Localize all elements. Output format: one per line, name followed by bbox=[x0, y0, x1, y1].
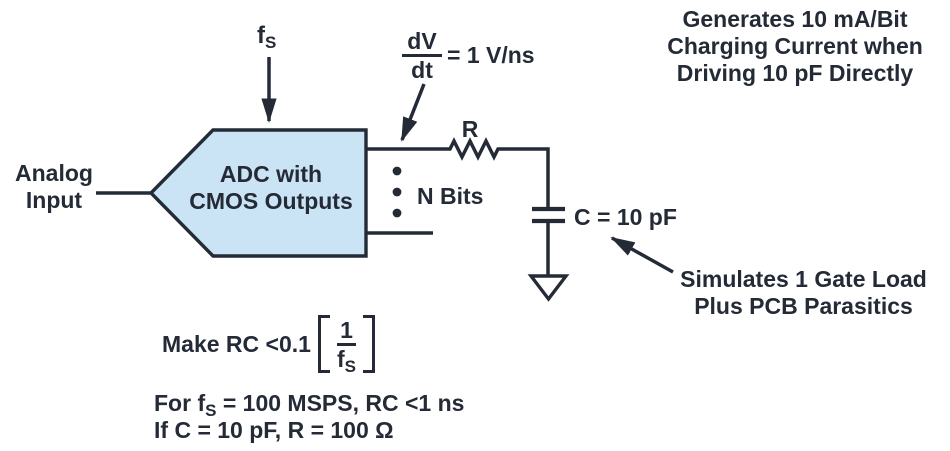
charging-current-note: Generates 10 mA/Bit Charging Current whe… bbox=[667, 6, 923, 86]
slew-rate-arrow bbox=[400, 83, 426, 142]
adc-symbol bbox=[148, 128, 368, 258]
capacitor-value-label: C = 10 pF bbox=[574, 204, 677, 230]
analog-input-label: Analog Input bbox=[15, 160, 93, 213]
slew-rate-value: = 1 V/ns bbox=[447, 42, 535, 68]
gate-load-note: Simulates 1 Gate Load Plus PCB Parasitic… bbox=[680, 266, 927, 319]
slew-rate-fraction: dV dt bbox=[399, 29, 445, 82]
rc-formula-fraction: 1 fS bbox=[336, 316, 356, 376]
resistor-wire bbox=[366, 137, 550, 207]
bit-dot bbox=[392, 208, 402, 218]
resistor-label: R bbox=[461, 116, 479, 142]
rc-formula-prefix: Make RC <0.1 bbox=[162, 330, 311, 357]
rc-formula: Make RC <0.1 1 fS bbox=[162, 313, 375, 375]
cap-note-arrow bbox=[610, 236, 674, 274]
adc-label: ADC with CMOS Outputs bbox=[189, 161, 353, 214]
sample-rate-label: fS bbox=[257, 22, 277, 52]
bit-dot bbox=[392, 166, 402, 176]
footnote-msps: For fS = 100 MSPS, RC <1 ns bbox=[154, 390, 465, 420]
bit-dot bbox=[392, 187, 402, 197]
ground-symbol bbox=[527, 274, 570, 302]
left-bracket bbox=[317, 315, 330, 373]
footnote-values: If C = 10 pF, R = 100 Ω bbox=[154, 417, 394, 443]
n-bits-label: N Bits bbox=[417, 183, 484, 209]
right-bracket bbox=[362, 315, 375, 373]
